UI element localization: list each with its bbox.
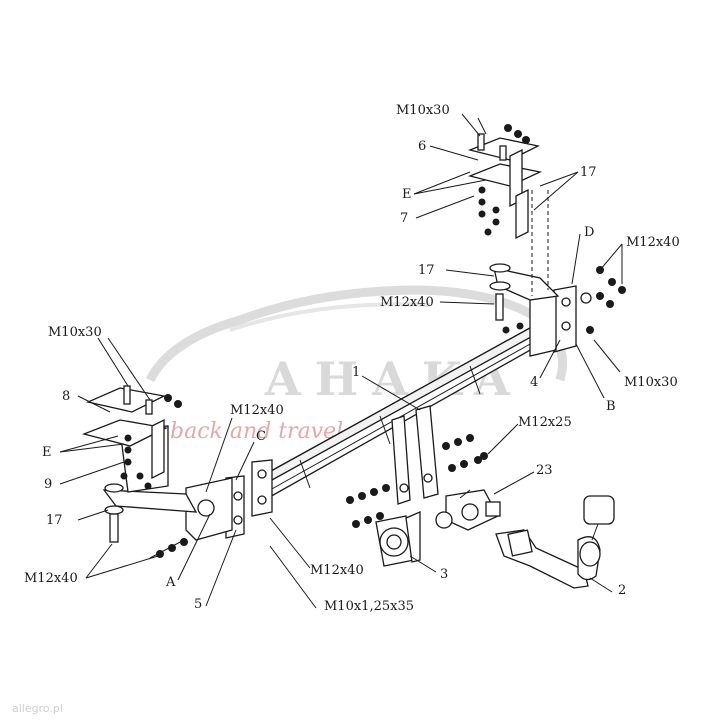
label-part-6: 6: [418, 139, 426, 154]
label-part-9: 9: [44, 477, 52, 492]
label-e-left: E: [42, 445, 52, 460]
label-part-17-top: 17: [580, 165, 597, 180]
label-m10x30-left: M10x30: [48, 325, 102, 340]
label-part-2: 2: [618, 583, 626, 598]
label-part-23: 23: [536, 463, 553, 478]
label-part-1: 1: [352, 365, 360, 380]
label-point-c: C: [256, 429, 266, 444]
label-m12x40-right: M12x40: [626, 235, 680, 250]
label-part-4: 4: [530, 375, 538, 390]
label-m12x40-bottom-mid: M12x40: [310, 563, 364, 578]
label-m12x40-left-top: M12x40: [230, 403, 284, 418]
label-part-7: 7: [400, 211, 408, 226]
label-part-8: 8: [62, 389, 70, 404]
label-point-a: A: [165, 575, 176, 590]
right-bracket: [489, 190, 626, 357]
socket-plate: [375, 511, 421, 567]
label-m10x30-top: M10x30: [396, 103, 450, 118]
label-part-5: 5: [194, 597, 202, 612]
label-m10x125x35: M10x1,25x35: [324, 599, 414, 614]
label-e-top: E: [402, 187, 412, 202]
cross-beam: [260, 316, 560, 499]
label-m10x30-right: M10x30: [624, 375, 678, 390]
watermark-tagline: back and travel: [170, 419, 343, 444]
watermark-footer: allegro.pl: [12, 702, 63, 715]
hook-mount-plates: [346, 405, 488, 528]
label-point-b: B: [606, 399, 616, 414]
electrical-socket: [435, 489, 501, 531]
label-part-17-left: 17: [46, 513, 63, 528]
right-upper-bracket: [467, 124, 543, 240]
left-upper-bracket: [81, 385, 188, 559]
label-m12x25: M12x25: [518, 415, 572, 430]
label-m12x40-bottom-left: M12x40: [24, 571, 78, 586]
label-m12x40-mid: M12x40: [380, 295, 434, 310]
label-part-17-mid: 17: [418, 263, 435, 278]
label-point-d: D: [584, 225, 594, 240]
watermark-car-roof: [229, 302, 431, 332]
leader-lines: [59, 113, 623, 609]
tow-ball: [495, 495, 615, 589]
label-part-3: 3: [440, 567, 448, 582]
callout-labels: M10x30 6 E 7 17 17 D M12x40 M12x40 1 4 M…: [24, 103, 680, 614]
